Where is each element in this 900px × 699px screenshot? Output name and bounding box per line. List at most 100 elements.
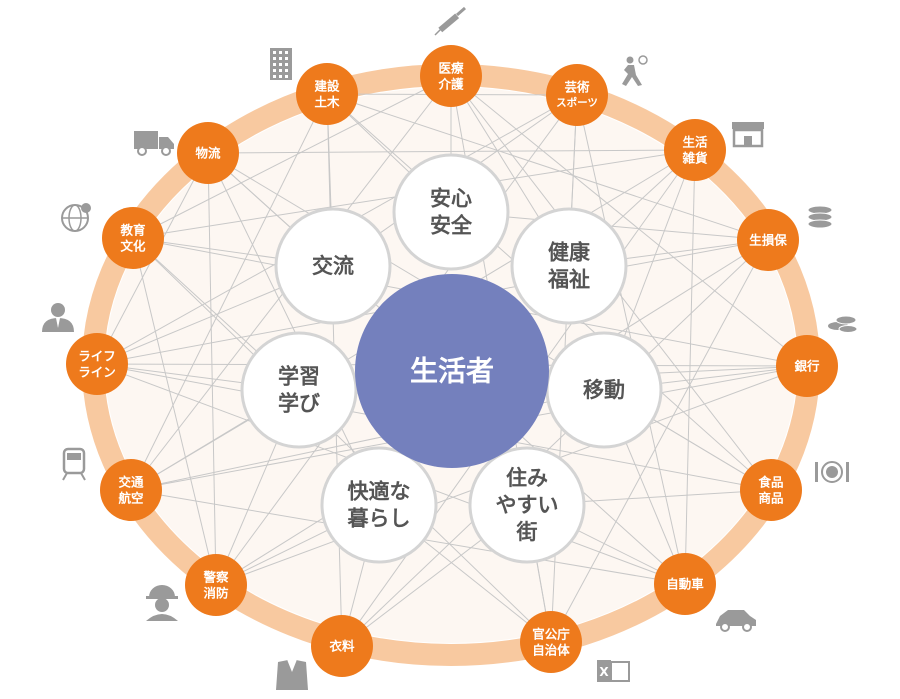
connection-line	[132, 75, 452, 239]
industry-node-iryo2: 衣料	[311, 615, 373, 677]
industry-label: 交通	[118, 475, 144, 490]
truck-icon	[134, 131, 174, 156]
connection-line	[207, 152, 380, 506]
svg-text:X: X	[599, 665, 609, 679]
theme-label: 福祉	[547, 268, 590, 292]
theme-koryu: 交流	[274, 207, 392, 325]
theme-label: 交流	[312, 254, 354, 278]
theme-circle	[274, 207, 392, 325]
industry-label: 物流	[195, 146, 221, 161]
theme-label: 健康	[548, 241, 591, 265]
storefront-icon	[732, 122, 764, 148]
theme-label: 安全	[430, 214, 473, 238]
industry-node-butsuryu: 物流	[177, 122, 239, 184]
connection-line	[550, 239, 769, 643]
theme-circle	[320, 446, 438, 564]
industry-circle	[654, 553, 716, 615]
building-icon	[270, 48, 292, 80]
industry-label: 自治体	[532, 643, 570, 658]
industry-circle	[664, 119, 726, 181]
industry-label: 航空	[118, 491, 143, 506]
industry-label: ライン	[78, 365, 116, 380]
person-suit-icon	[42, 303, 74, 332]
industry-label: 土木	[314, 95, 340, 110]
industry-circle	[420, 45, 482, 107]
industry-label: 自動車	[666, 577, 704, 592]
theme-label: 住み	[506, 466, 548, 490]
industry-circle	[740, 459, 802, 521]
industry-label: スポーツ	[556, 96, 598, 109]
industry-circle	[66, 333, 128, 395]
industry-circle	[776, 335, 838, 397]
connection-line	[341, 239, 769, 647]
connection-line	[450, 75, 808, 367]
connection-line	[132, 237, 217, 586]
industry-label: 食品	[757, 475, 783, 490]
industry-circle	[102, 207, 164, 269]
theme-label: やすい	[496, 493, 559, 517]
industry-circle	[100, 459, 162, 521]
train-icon	[62, 447, 86, 481]
industry-node-ginko: 銀行	[776, 335, 838, 397]
excel-doc-icon: X	[597, 660, 630, 682]
industry-circle	[177, 122, 239, 184]
industry-label: 建設	[314, 79, 340, 94]
industry-label: 教育	[119, 223, 146, 238]
industry-circle	[296, 63, 358, 125]
industry-label: 商品	[758, 491, 783, 506]
industry-label: 衣料	[329, 639, 355, 654]
industry-label: 文化	[120, 239, 146, 254]
industry-label: 芸術	[564, 80, 590, 95]
theme-label: 学習	[278, 365, 320, 389]
connection-line	[132, 237, 552, 643]
globe-pin-icon	[61, 203, 91, 232]
tennis-player-icon	[622, 55, 648, 86]
theme-ido: 移動	[545, 331, 663, 449]
industry-circle	[737, 209, 799, 271]
industry-label: 雑貨	[681, 151, 708, 166]
theme-circle	[510, 207, 628, 325]
industry-label: ライフ	[78, 349, 116, 364]
industry-node-jidosha: 自動車	[654, 553, 716, 615]
industry-label: 銀行	[793, 359, 820, 374]
industry-label: 官公庁	[532, 627, 570, 642]
theme-circle	[392, 153, 510, 271]
connection-line	[684, 149, 696, 585]
worker-helmet-icon	[146, 585, 178, 621]
jacket-icon	[276, 659, 308, 690]
theme-circle	[240, 331, 358, 449]
coins-icon	[828, 315, 858, 333]
industry-icons: X	[42, 6, 858, 690]
industry-circle	[311, 615, 373, 677]
syringe-icon	[434, 6, 466, 36]
industry-circle	[520, 611, 582, 673]
industry-label: 警察	[202, 570, 229, 585]
theme-label: 移動	[583, 378, 625, 402]
connection-line	[207, 152, 217, 586]
industry-label: 生活	[682, 135, 708, 150]
car-icon	[716, 610, 756, 632]
center-node: 生活者	[355, 274, 549, 468]
industry-nodes: 医療介護芸術スポーツ生活雑貨生損保銀行食品商品自動車官公庁自治体衣料警察消防交通…	[66, 45, 838, 677]
connection-line	[326, 93, 769, 241]
center-circle	[355, 274, 549, 468]
industry-node-seisonpo: 生損保	[737, 209, 799, 271]
industry-label: 生損保	[749, 233, 787, 248]
database-stack-icon	[807, 205, 833, 229]
industry-circle	[546, 64, 608, 126]
